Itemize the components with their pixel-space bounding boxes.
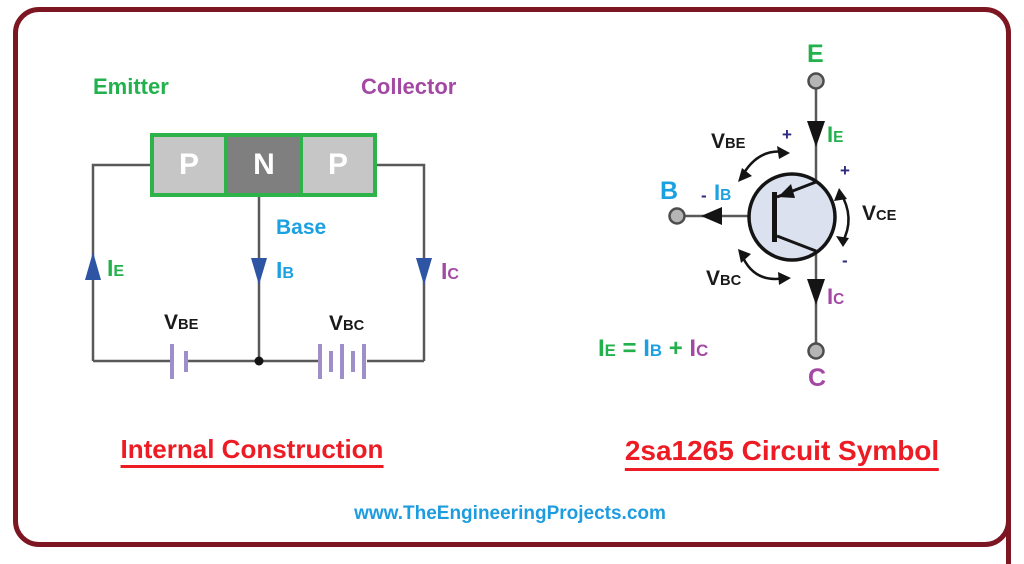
p-region-left-label: P	[178, 148, 200, 181]
collector-label: Collector	[361, 74, 457, 99]
eq-plus: +	[668, 335, 683, 362]
eq-ie: IE	[598, 335, 616, 362]
vbe-label-left: VBE	[164, 312, 198, 333]
e-terminal-label: E	[807, 40, 824, 68]
vbc-main: V	[329, 312, 344, 335]
ic-label-left: IC	[441, 260, 459, 283]
vce-minus-sign: -	[842, 251, 848, 270]
c-terminal	[807, 342, 825, 360]
vbc-sub: BC	[720, 273, 742, 289]
ic-label-right: IC	[827, 286, 844, 308]
junction-dot	[254, 356, 264, 366]
eq-ib: IB	[643, 335, 663, 362]
ie-arrowhead	[807, 121, 825, 147]
ic-arrow-down	[416, 258, 432, 285]
p-region-left	[154, 137, 224, 193]
vce-plus-sign: +	[840, 161, 850, 180]
vbe-main: V	[164, 311, 179, 334]
ie-sub: E	[113, 262, 125, 280]
ib-main: I	[714, 180, 721, 205]
ib-main: I	[276, 257, 283, 283]
c-terminal-label: C	[808, 364, 827, 392]
transistor-base-bar	[772, 192, 777, 242]
terminal-pins	[668, 72, 825, 360]
ic-sub: C	[447, 265, 460, 283]
emitter-label: Emitter	[93, 74, 169, 99]
transistor-body	[747, 172, 837, 262]
pnp-emitter-arrowhead	[778, 184, 795, 198]
vbc-battery	[318, 344, 366, 379]
n-region	[228, 137, 299, 193]
vbc-main: V	[706, 267, 721, 290]
p-region-right	[303, 137, 373, 193]
ie-arrow-up	[85, 252, 101, 280]
ib-minus-sign: -	[701, 186, 707, 205]
ic-sub: C	[833, 291, 845, 308]
base-wire-arrowhead	[701, 207, 722, 225]
ic-main: I	[827, 284, 834, 309]
left-panel-title: Internal Construction	[120, 436, 384, 468]
ic-arrowhead	[807, 279, 825, 305]
n-region-label: N	[253, 148, 275, 181]
vce-label: VCE	[862, 203, 896, 224]
right-panel-title: 2sa1265 Circuit Symbol	[624, 437, 940, 471]
pnp-block	[150, 133, 377, 197]
page-border	[13, 7, 1011, 547]
ie-sub: E	[833, 129, 844, 146]
emitter-wire	[91, 163, 150, 361]
transistor-collector-line	[776, 234, 817, 253]
ib-sub: B	[720, 187, 732, 204]
page-border-tail	[1006, 470, 1011, 564]
ie-label-right: IE	[827, 124, 843, 146]
vce-main: V	[862, 202, 877, 225]
b-terminal-label: B	[660, 177, 679, 205]
ib-sub: B	[282, 264, 295, 282]
collector-wire	[377, 163, 426, 361]
ie-main: I	[827, 122, 834, 147]
vbc-label-left: VBC	[329, 313, 364, 334]
vbe-battery	[170, 344, 188, 379]
current-equation: IE = IB + IC	[598, 337, 708, 361]
p-region-right-label: P	[327, 148, 349, 181]
eq-ic: IC	[689, 335, 709, 362]
ic-main: I	[441, 258, 448, 284]
ie-label-left: IE	[107, 257, 124, 280]
vce-sub: CE	[876, 208, 897, 224]
vbe-plus-sign: +	[782, 125, 792, 144]
ib-label-left: IB	[276, 259, 294, 282]
base-label: Base	[276, 216, 327, 239]
eq-equals: =	[622, 335, 637, 362]
ie-main: I	[107, 255, 114, 281]
left-current-arrows	[85, 252, 432, 285]
b-terminal	[668, 207, 686, 225]
vbe-label-right: VBE	[711, 131, 745, 152]
vbe-main: V	[711, 130, 726, 153]
vbc-label-right: VBC	[706, 268, 741, 289]
vbe-sub: BE	[725, 136, 746, 152]
vbc-sub: BC	[343, 318, 365, 334]
ib-label-right: IB	[714, 182, 731, 204]
voltage-arc-heads	[738, 146, 849, 285]
e-terminal	[807, 72, 825, 90]
ib-arrow-down	[251, 258, 267, 285]
vbe-sub: BE	[178, 317, 199, 333]
website-url: www.TheEngineeringProjects.com	[354, 503, 666, 524]
